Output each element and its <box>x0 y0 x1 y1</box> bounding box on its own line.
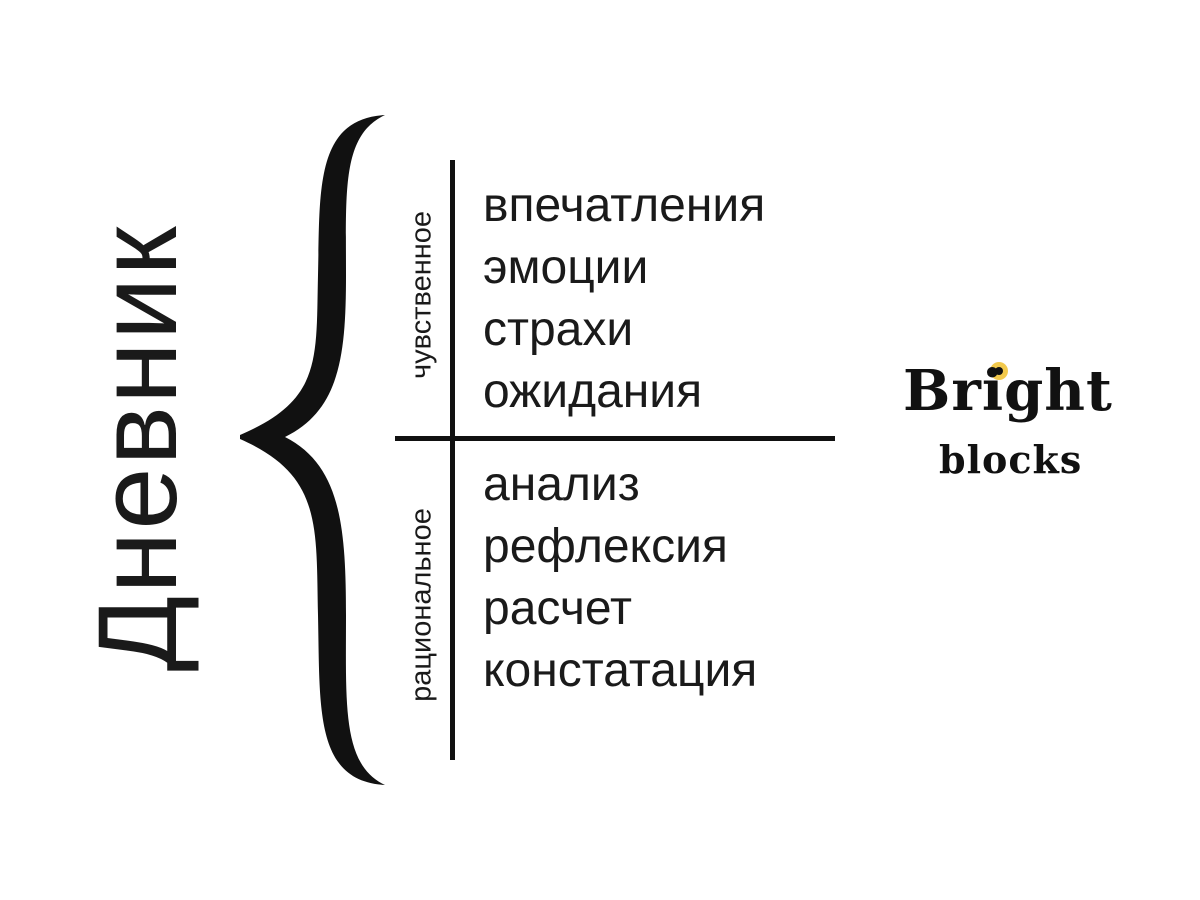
list-item: ожидания <box>483 365 703 418</box>
section-label-text: чувственное <box>405 211 438 379</box>
list-item: констатация <box>483 644 758 697</box>
sensory-items-list: впечатления эмоции страхи ожидания <box>483 175 765 423</box>
rational-items-list: анализ рефлексия расчет констатация <box>483 454 757 702</box>
list-item: расчет <box>483 582 632 635</box>
horizontal-divider <box>395 436 835 441</box>
logo-text-blocks: blocks <box>939 437 1083 482</box>
vertical-divider <box>450 160 455 760</box>
list-item: анализ <box>483 458 640 511</box>
list-item: впечатления <box>483 179 766 232</box>
list-item: страхи <box>483 303 634 356</box>
section-label-sensory: чувственное <box>392 165 452 425</box>
diagram-title: Дневник <box>75 224 200 671</box>
title-container: Дневник <box>75 205 200 690</box>
logo-text-bright: Bright <box>903 358 1113 424</box>
section-label-rational: рациональное <box>392 455 452 755</box>
curly-brace-icon <box>240 115 385 785</box>
list-item: рефлексия <box>483 520 728 573</box>
lightbulb-icon <box>990 362 1008 380</box>
section-label-text: рациональное <box>405 508 438 702</box>
list-item: эмоции <box>483 241 649 294</box>
brand-logo: Bright blocks <box>895 355 1125 495</box>
